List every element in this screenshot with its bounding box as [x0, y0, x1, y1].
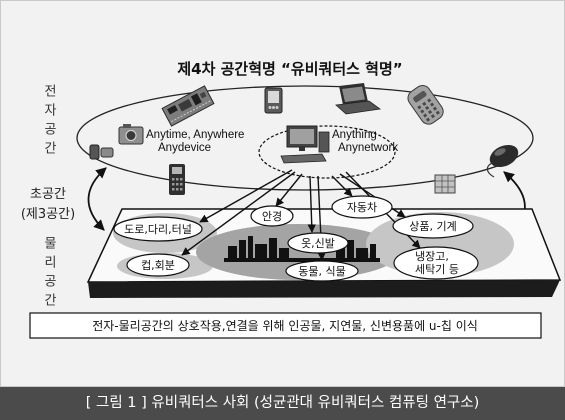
interaction-arrow-left [87, 167, 107, 231]
card-terminal-icon [169, 164, 185, 195]
label-electronic-space: 전자공간 [41, 84, 56, 160]
keyword-anything: Anything [332, 129, 377, 141]
connection-arrow [331, 175, 353, 197]
object-label-glasses: 안경 [262, 210, 282, 223]
network-device-icon [434, 174, 456, 194]
city-silhouette [224, 236, 380, 262]
connection-arrow [275, 173, 303, 207]
keyword-anydevice: Anydevice [158, 142, 211, 154]
object-bubble-goods: 상품, 기계 [392, 213, 474, 239]
keyword-anynetwork: Anynetwork [338, 142, 398, 154]
circuit-board-icon [161, 85, 215, 127]
object-bubble-cups: 컵,회분 [126, 253, 190, 277]
object-label-appliances-line1: 냉장고, [415, 250, 449, 263]
statement-box: 전자-물리공간의 상호작용,연결을 위해 인공물, 지연물, 신변용품에 u-칩… [29, 312, 542, 339]
object-bubble-roads: 도로,다리,터널 [113, 216, 203, 242]
object-label-cars: 자동차 [347, 201, 377, 214]
anywhere-hub-ellipse [258, 125, 396, 179]
platform-front-face [88, 280, 560, 298]
connection-arrow [339, 173, 406, 218]
object-label-goods: 상품, 기계 [409, 220, 456, 233]
connection-arrow [181, 171, 296, 256]
electronic-space-orbit [76, 85, 534, 191]
mobile-phone-icon [89, 144, 114, 160]
object-label-appliances-line2: 세탁기 등 [415, 263, 459, 276]
telephone-icon [407, 85, 444, 125]
figure-caption: [ 그림 1 ] 유비쿼터스 사회 (성균관대 유비쿼터스 컴퓨팅 연구소) [0, 387, 565, 420]
object-bubble-glasses: 안경 [250, 205, 294, 227]
label-third-space: (제3공간) [20, 207, 76, 222]
computer-mouse-icon [486, 144, 519, 178]
connection-arrow [307, 175, 316, 233]
statement-text: 전자-물리공간의 상호작용,연결을 위해 인공물, 지연물, 신변용품에 u-칩… [92, 319, 478, 333]
desktop-computer-icon [280, 125, 330, 164]
label-physical-space: 물리공간 [41, 236, 56, 312]
object-label-clothes: 옷,신발 [301, 237, 335, 250]
object-label-animals: 동물, 식물 [298, 265, 345, 278]
label-hyperspace: 초공간 [30, 187, 66, 202]
object-bubble-appliances: 냉장고, 세탁기 등 [393, 246, 479, 280]
object-bubble-clothes: 옷,신발 [287, 232, 349, 254]
object-label-cups: 컵,회분 [141, 259, 175, 272]
object-label-roads: 도로,다리,터널 [124, 223, 192, 236]
connection-arrow [199, 169, 293, 223]
keyword-anytime-anywhere: Anytime, Anywhere [146, 129, 244, 141]
diagram-title: 제4차 공간혁명 “유비쿼터스 혁명” [177, 60, 402, 78]
laptop-icon [335, 83, 382, 115]
digital-camera-icon [118, 124, 144, 145]
ubiquitous-society-diagram: 제4차 공간혁명 “유비쿼터스 혁명” [29, 60, 562, 339]
object-bubble-animals: 동물, 식물 [285, 260, 359, 282]
object-bubble-cars: 자동차 [331, 195, 393, 219]
pda-icon [264, 87, 283, 114]
